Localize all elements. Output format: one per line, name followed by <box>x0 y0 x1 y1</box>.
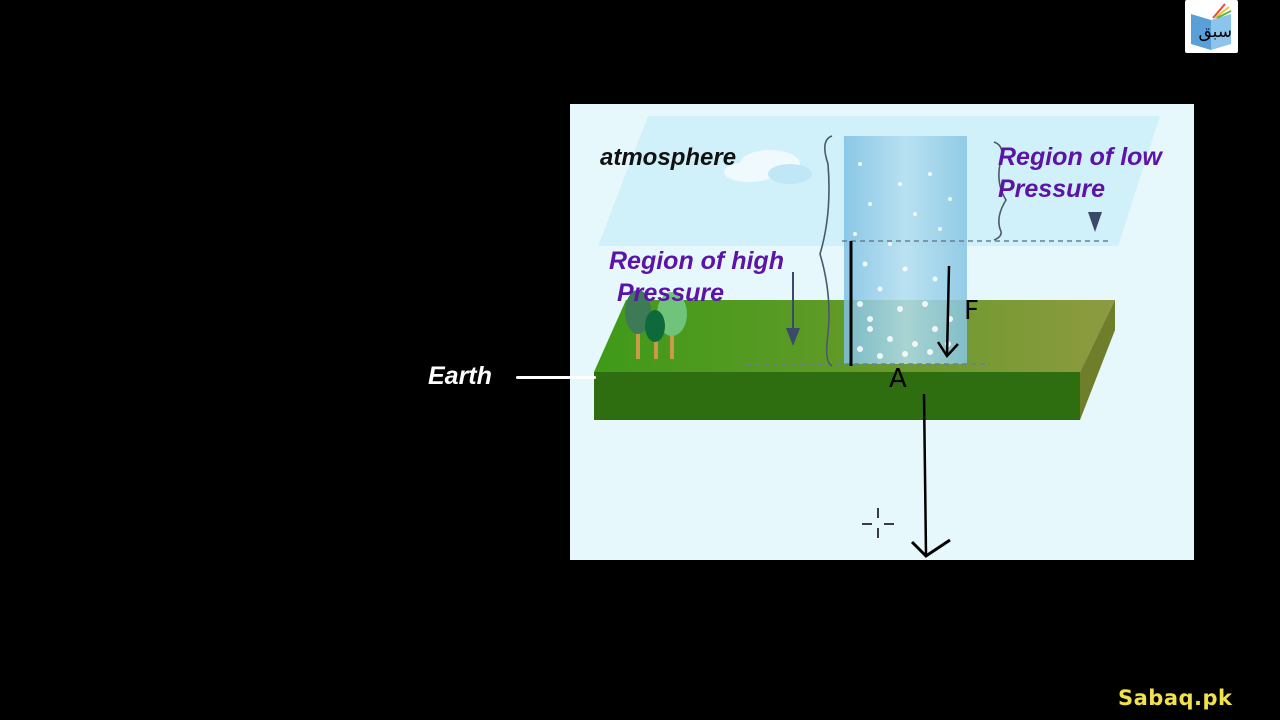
atmospheric-pressure-diagram <box>594 116 1160 558</box>
atmosphere-label: atmosphere <box>600 144 737 171</box>
earth-pointer-line <box>516 376 596 379</box>
high-pressure-line2: Pressure <box>617 279 725 307</box>
book-icon <box>1191 3 1232 50</box>
trees-icon <box>625 290 687 359</box>
crosshair-cursor-icon <box>862 508 894 538</box>
diagram-panel <box>570 104 1194 560</box>
earth-label: Earth <box>428 362 492 390</box>
cloud-icon <box>724 150 812 184</box>
low-pressure-line1: Region of low <box>998 143 1162 171</box>
force-label: F <box>964 296 979 326</box>
low-pressure-line2: Pressure <box>998 175 1106 203</box>
low-pressure-label: Region of low Pressure <box>998 141 1162 205</box>
sabaq-logo: سبق <box>1185 0 1238 53</box>
watermark: Sabaq.pk <box>1118 686 1233 710</box>
logo-text: سبق <box>1198 22 1232 42</box>
earth-side <box>594 372 1080 420</box>
area-label: A <box>889 364 907 394</box>
high-pressure-line1: Region of high <box>609 247 784 275</box>
high-pressure-label: Region of high Pressure <box>609 245 784 309</box>
